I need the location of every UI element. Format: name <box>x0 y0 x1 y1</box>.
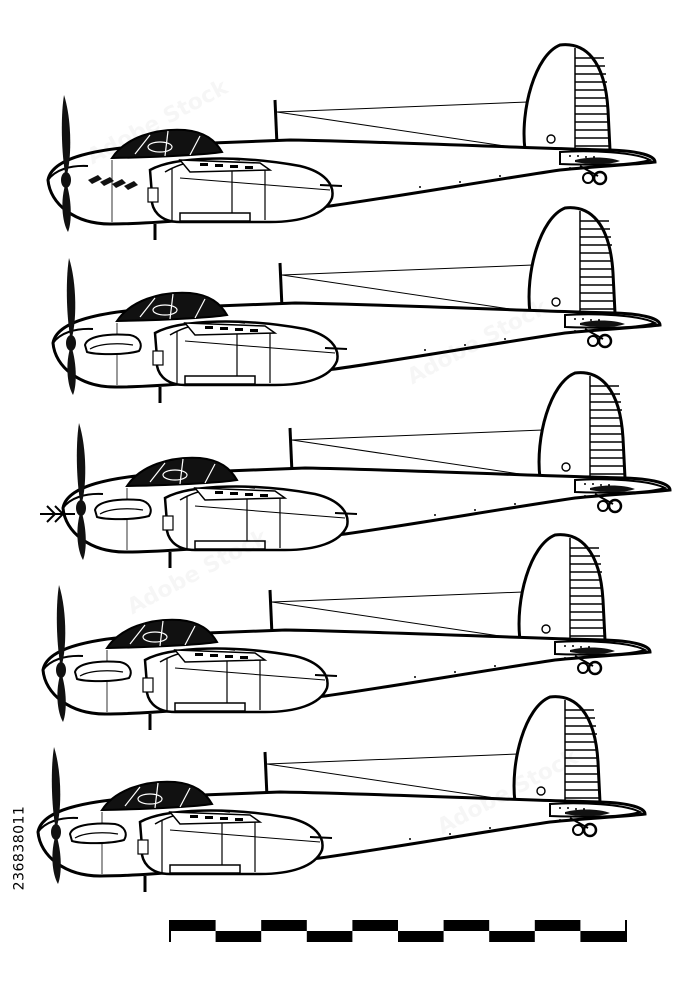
stock-id-label: 236838011 <box>11 805 28 891</box>
scale-bar-segment <box>580 931 626 942</box>
aircraft-profile-5 <box>36 695 647 894</box>
aircraft-profile-2 <box>51 206 662 405</box>
scale-bar <box>169 920 627 942</box>
scale-bar-segment <box>215 931 262 942</box>
scale-bar-segment <box>534 920 581 931</box>
scale-bar-segment <box>398 931 444 942</box>
scale-bar-segment <box>489 931 535 942</box>
scale-bar-segment <box>443 920 490 931</box>
scale-bar-segment <box>261 920 307 931</box>
scale-bar-segment <box>306 931 353 942</box>
scale-bar-segment <box>352 920 398 931</box>
scale-bar-segment <box>170 920 216 931</box>
